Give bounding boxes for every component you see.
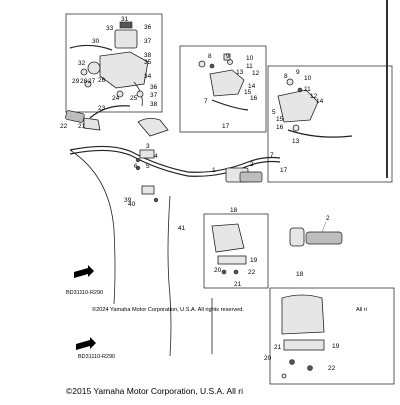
callout-5: 5 — [146, 163, 150, 170]
callout-26: 26 — [98, 77, 106, 84]
callout-27: 27 — [88, 78, 96, 85]
callout-32: 32 — [78, 60, 86, 67]
left-grip-assembly — [65, 105, 169, 137]
switch-assembly — [211, 223, 247, 275]
callout-8-right: 8 — [284, 73, 288, 80]
inset-master-cylinder-frame — [65, 13, 163, 113]
callout-11: 11 — [246, 63, 253, 70]
callout-29: 29 — [72, 78, 80, 85]
callout-22-switch: 22 — [248, 269, 256, 276]
callout-38: 38 — [144, 52, 152, 59]
callout-16: 16 — [250, 95, 258, 102]
callout-17: 17 — [222, 123, 230, 130]
callout-35: 35 — [144, 59, 152, 66]
callout-14-right: 14 — [316, 98, 324, 105]
callout-30: 30 — [92, 38, 100, 45]
master-cylinder-assembly — [69, 21, 149, 107]
callout-12-right: 12 — [310, 93, 318, 100]
callout-1: 1 — [212, 167, 216, 174]
callout-23: 23 — [98, 105, 106, 112]
callout-22: 22 — [60, 123, 68, 130]
lever-right-assembly — [277, 78, 353, 138]
callout-40: 40 — [128, 201, 136, 208]
callout-19: 19 — [250, 257, 258, 264]
inner-copyright: ©2024 Yamaha Motor Corporation, U.S.A. A… — [92, 306, 244, 313]
callout-5-right: 5 — [272, 109, 276, 116]
callout-11-right: 11 — [304, 86, 311, 93]
callout-14: 14 — [248, 83, 256, 90]
callout-10: 10 — [246, 55, 254, 62]
callout-8: 8 — [208, 53, 212, 60]
edge-separator — [386, 0, 388, 178]
callout-10-right: 10 — [304, 75, 312, 82]
callout-34: 34 — [144, 73, 152, 80]
callout-9: 9 — [226, 53, 230, 60]
cable-left — [69, 149, 116, 305]
ref-code-2: BD31110-R290 — [78, 354, 115, 360]
callout-24: 24 — [112, 95, 120, 102]
right-grip — [289, 221, 343, 247]
callout-13-right: 13 — [292, 138, 300, 145]
handlebar-clamp — [135, 149, 159, 203]
footer-copyright: ©2015 Yamaha Motor Corporation, U.S.A. A… — [66, 386, 243, 396]
callout-22-detail: 22 — [328, 365, 336, 372]
inner-copyright-tail: All ri — [356, 307, 367, 313]
callout-33: 33 — [106, 25, 114, 32]
callout-36: 36 — [144, 24, 152, 31]
callout-4: 4 — [154, 153, 158, 160]
throttle-housing — [225, 167, 263, 183]
callout-21: 21 — [78, 123, 86, 130]
callout-17-right: 17 — [280, 167, 288, 174]
inset-switch-frame — [203, 213, 269, 289]
callout-13: 13 — [236, 69, 244, 76]
callout-31: 31 — [121, 16, 129, 23]
callout-2: 2 — [250, 161, 254, 168]
callout-28: 28 — [80, 78, 88, 85]
callout-15-right: 15 — [276, 116, 284, 123]
callout-21-switch: 21 — [234, 281, 242, 288]
callout-7: 7 — [204, 98, 208, 105]
callout-3: 3 — [146, 143, 150, 150]
callout-16-right: 16 — [276, 124, 284, 131]
callout-21-detail-a: 21 — [274, 344, 282, 351]
callout-20: 20 — [214, 267, 222, 274]
handlebar — [69, 145, 281, 173]
switch-detail-assembly — [281, 294, 325, 379]
callout-6: 6 — [134, 163, 138, 170]
inset-lever-middle-frame — [179, 45, 267, 133]
callout-18-right: 18 — [296, 271, 304, 278]
callout-39: 39 — [124, 197, 132, 204]
callout-20-detail: 20 — [264, 355, 272, 362]
fwd-arrow-upper — [74, 265, 94, 278]
inset-switch-detail-frame — [269, 287, 395, 385]
fwd-arrow-lower — [76, 337, 96, 350]
callout-25: 25 — [130, 95, 138, 102]
callout-36-lower: 36 — [150, 84, 158, 91]
cable-middle — [167, 195, 172, 357]
callout-12: 12 — [252, 70, 260, 77]
callout-37: 37 — [144, 38, 152, 45]
callout-2-right: 2 — [326, 215, 330, 222]
callout-18: 18 — [230, 207, 238, 214]
callout-7-right: 7 — [270, 152, 274, 159]
callout-19-detail: 19 — [332, 343, 340, 350]
ref-code-1: BD31110-R290 — [66, 290, 103, 296]
callout-41: 41 — [178, 225, 186, 232]
inset-lever-right-frame — [267, 65, 393, 183]
callout-38-lower: 38 — [150, 101, 158, 108]
callout-9-right: 9 — [296, 69, 300, 76]
handlebar-lower-edge — [69, 149, 281, 177]
lever-middle-assembly — [198, 53, 249, 111]
callout-15: 15 — [244, 89, 252, 96]
callout-37-lower: 37 — [150, 92, 158, 99]
